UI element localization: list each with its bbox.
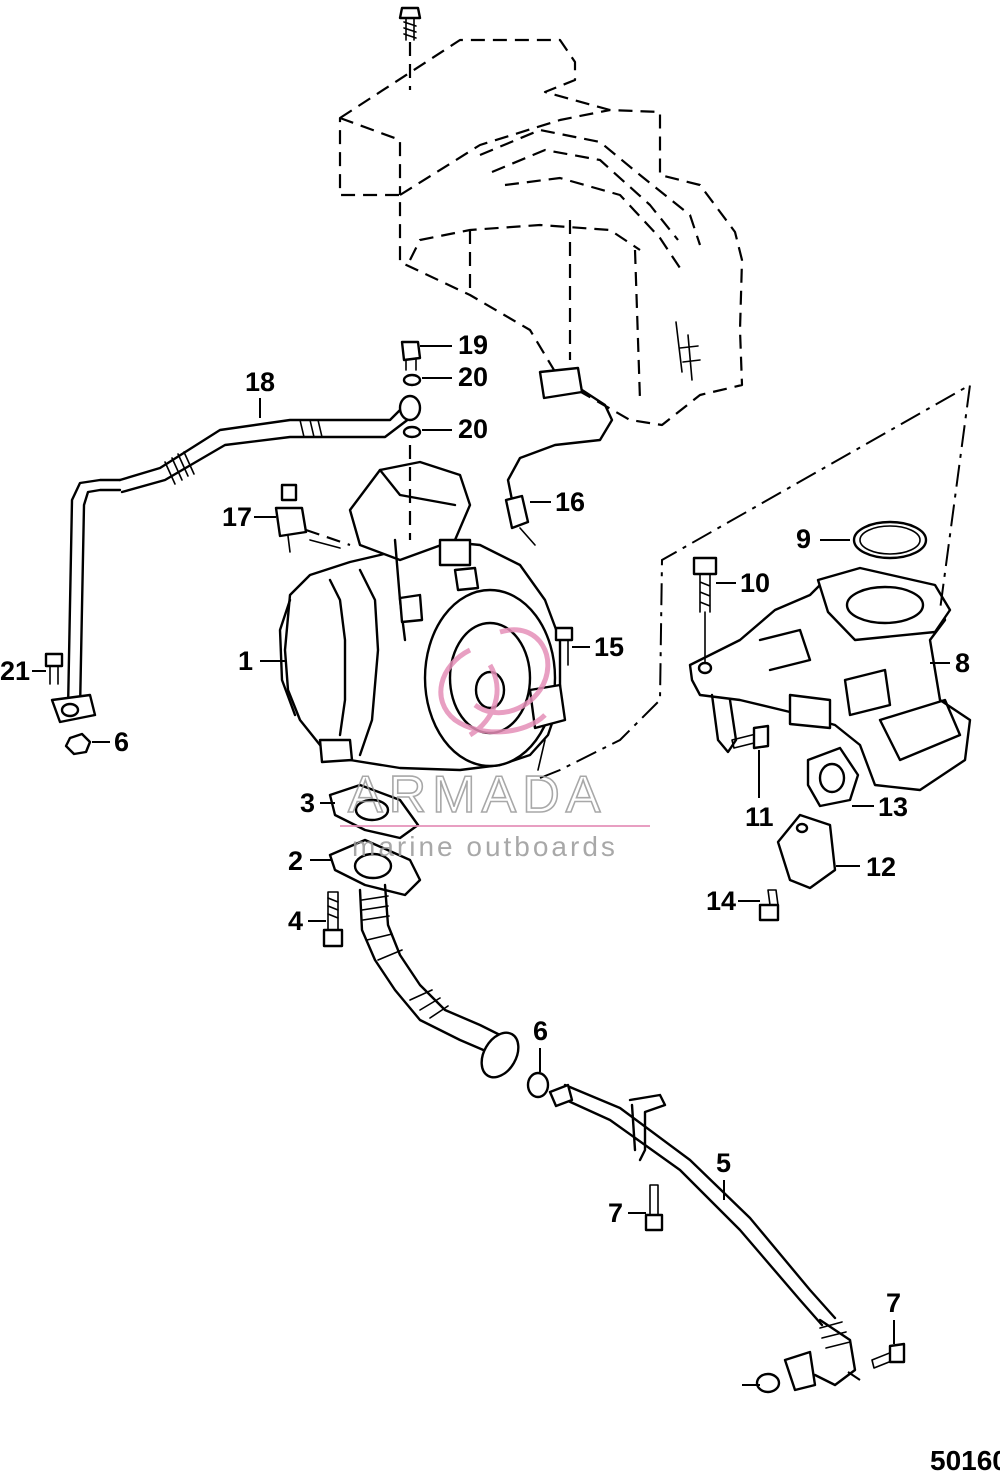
- banjo-bolt-19: [400, 340, 422, 371]
- callout-15: 15: [572, 632, 624, 662]
- sensor-17: [274, 483, 351, 553]
- sealing-washer-20-upper: [402, 373, 422, 387]
- svg-text:18: 18: [245, 367, 275, 397]
- manifold-bolt: [398, 6, 422, 90]
- callout-19: 19: [420, 330, 488, 360]
- exhaust-manifold-phantom: [338, 38, 744, 427]
- bolt-11: [731, 724, 770, 750]
- svg-text:7: 7: [886, 1288, 901, 1318]
- svg-text:10: 10: [740, 568, 770, 598]
- leader-unlabeled: [742, 1371, 861, 1386]
- callout-5: 5: [716, 1148, 731, 1200]
- callout-10: 10: [716, 568, 770, 598]
- bolt-7-upper: [644, 1184, 664, 1232]
- callout-12: 12: [836, 852, 896, 882]
- callout-1: 1: [238, 646, 285, 676]
- svg-text:11: 11: [745, 802, 774, 832]
- svg-text:20: 20: [458, 414, 488, 444]
- callout-20-lower: 20: [422, 414, 488, 444]
- callout-16: 16: [530, 487, 585, 517]
- callout-9: 9: [796, 524, 850, 554]
- svg-text:20: 20: [458, 362, 488, 392]
- nut-6-upper: [64, 732, 92, 756]
- svg-text:8: 8: [955, 648, 970, 678]
- svg-text:6: 6: [114, 727, 129, 757]
- svg-text:12: 12: [866, 852, 896, 882]
- svg-text:16: 16: [555, 487, 585, 517]
- oil-return-hose: [358, 883, 520, 1079]
- svg-text:17: 17: [222, 502, 252, 532]
- bolt-21: [44, 652, 64, 685]
- oil-return-tube-5: [548, 1083, 857, 1394]
- svg-text:2: 2: [288, 846, 303, 876]
- sensor-16: [504, 366, 614, 546]
- callout-4: 4: [288, 906, 326, 936]
- svg-text:13: 13: [878, 792, 908, 822]
- svg-text:15: 15: [594, 632, 624, 662]
- watermark-tagline: marine outboards: [352, 831, 618, 862]
- callout-21: 21: [0, 656, 46, 686]
- reference-lines: [537, 383, 972, 779]
- flange-2: [328, 838, 422, 897]
- svg-text:14: 14: [706, 886, 736, 916]
- bolt-4: [322, 891, 344, 948]
- svg-text:4: 4: [288, 906, 303, 936]
- callout-3: 3: [300, 788, 335, 818]
- svg-text:6: 6: [533, 1016, 548, 1046]
- callout-11: 11: [745, 750, 774, 832]
- watermark-brand: ARMADA: [348, 766, 606, 824]
- callout-18: 18: [245, 367, 275, 418]
- callout-2: 2: [288, 846, 332, 876]
- callout-7-upper: 7: [608, 1198, 646, 1228]
- svg-text:1: 1: [238, 646, 253, 676]
- bolt-15: [554, 626, 574, 666]
- watermark: ARMADA marine outboards: [340, 627, 650, 862]
- callout-8: 8: [930, 648, 970, 678]
- gasket-3: [328, 783, 420, 840]
- oil-supply-line-18: [50, 394, 422, 724]
- watermark-logo-mark: [438, 627, 551, 738]
- bolt-7-lower: [871, 1342, 906, 1369]
- svg-text:19: 19: [458, 330, 488, 360]
- hose-clamp: [526, 1071, 550, 1099]
- sealing-washer-20-lower: [402, 425, 422, 439]
- callout-7-lower: 7: [886, 1288, 901, 1344]
- callout-13: 13: [852, 792, 908, 822]
- callout-6-lower: 6: [533, 1016, 548, 1072]
- svg-text:7: 7: [608, 1198, 623, 1228]
- gasket-9: [852, 520, 928, 560]
- svg-text:9: 9: [796, 524, 811, 554]
- callout-6-upper: 6: [92, 727, 129, 757]
- bolt-14: [758, 889, 780, 922]
- callout-20-upper: 20: [422, 362, 488, 392]
- svg-text:3: 3: [300, 788, 315, 818]
- callout-14: 14: [706, 886, 760, 916]
- cover-plate-12: [776, 813, 837, 890]
- drawing-number: 50160: [930, 1445, 1000, 1476]
- callout-17: 17: [222, 502, 276, 532]
- gasket-13: [806, 746, 860, 808]
- svg-text:5: 5: [716, 1148, 731, 1178]
- bolt-10: [692, 556, 718, 663]
- svg-text:21: 21: [0, 656, 30, 686]
- turbine-housing-8: [688, 566, 972, 792]
